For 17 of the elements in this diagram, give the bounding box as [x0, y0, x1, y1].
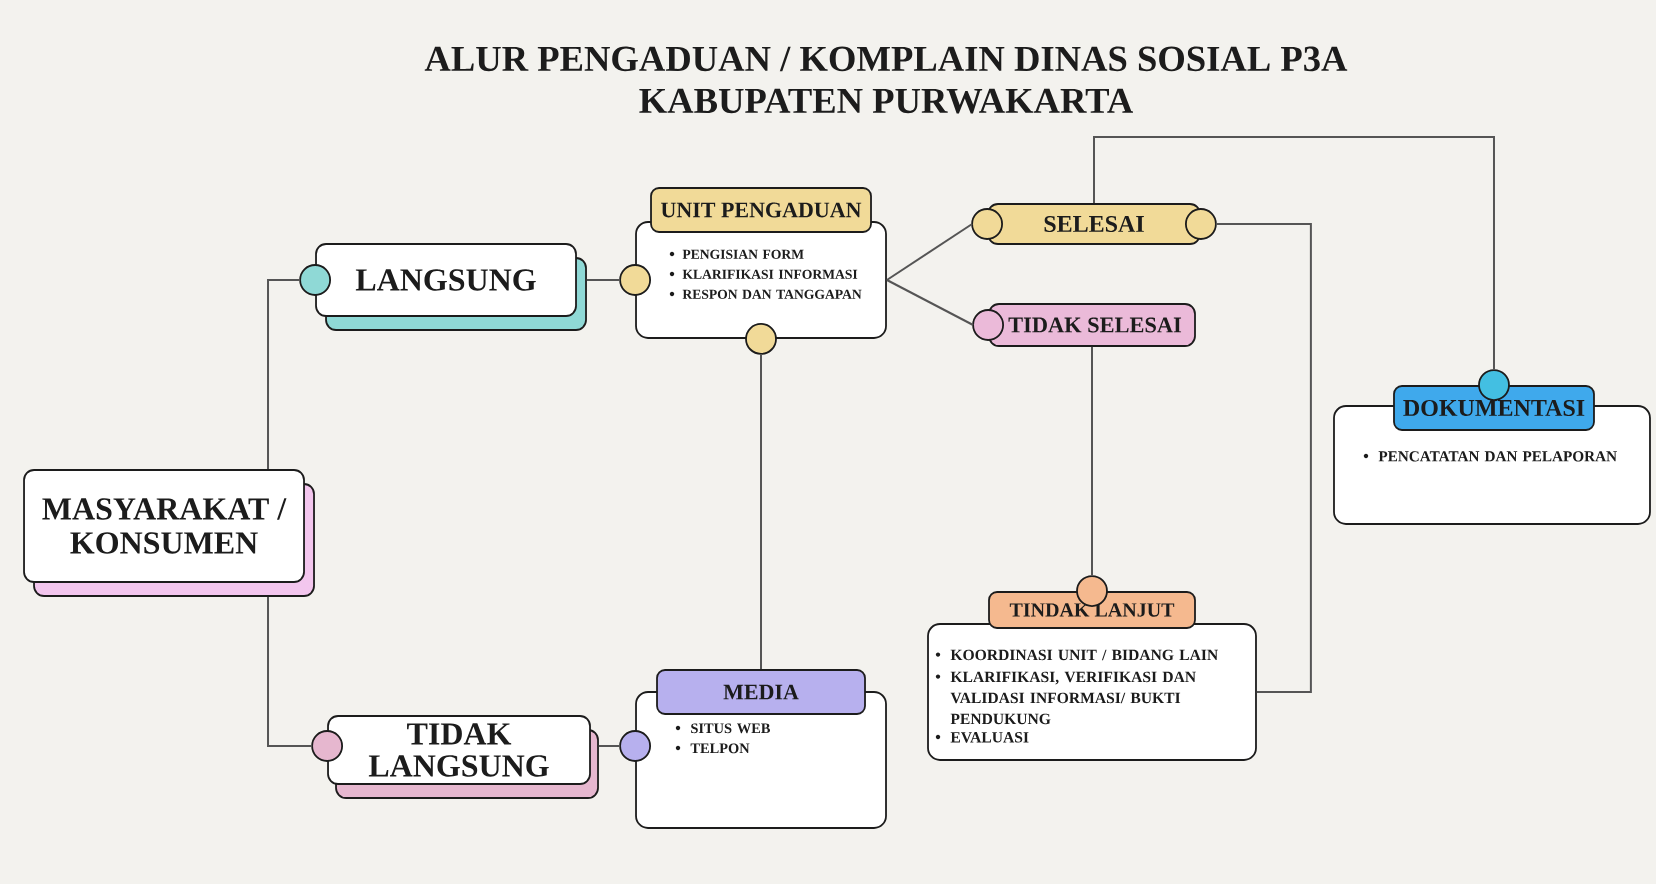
header-tab: UNIT PENGADUAN: [650, 187, 872, 233]
connector-line: [1214, 223, 1312, 693]
header-tab: MEDIA: [656, 669, 866, 715]
connector-line: [585, 279, 622, 281]
connector-line: [267, 595, 314, 747]
connector-line: [597, 745, 622, 747]
process-box: MASYARAKAT / KONSUMEN: [23, 469, 315, 597]
connector-line: [1091, 345, 1093, 578]
connector-line: [1093, 136, 1495, 372]
connector-line: [885, 223, 974, 281]
connector-line: [760, 352, 762, 671]
connector-line: [267, 279, 302, 471]
process-box: TIDAK LANGSUNG: [327, 715, 599, 799]
connector-line: [885, 279, 975, 326]
title: ALUR PENGADUAN / KOMPLAIN DINAS SOSIAL P3A KABUPATEN PURWAKARTA: [424, 46, 1348, 114]
process-box: LANGSUNG: [315, 243, 587, 331]
header-tab: DOKUMENTASI: [1393, 385, 1595, 431]
